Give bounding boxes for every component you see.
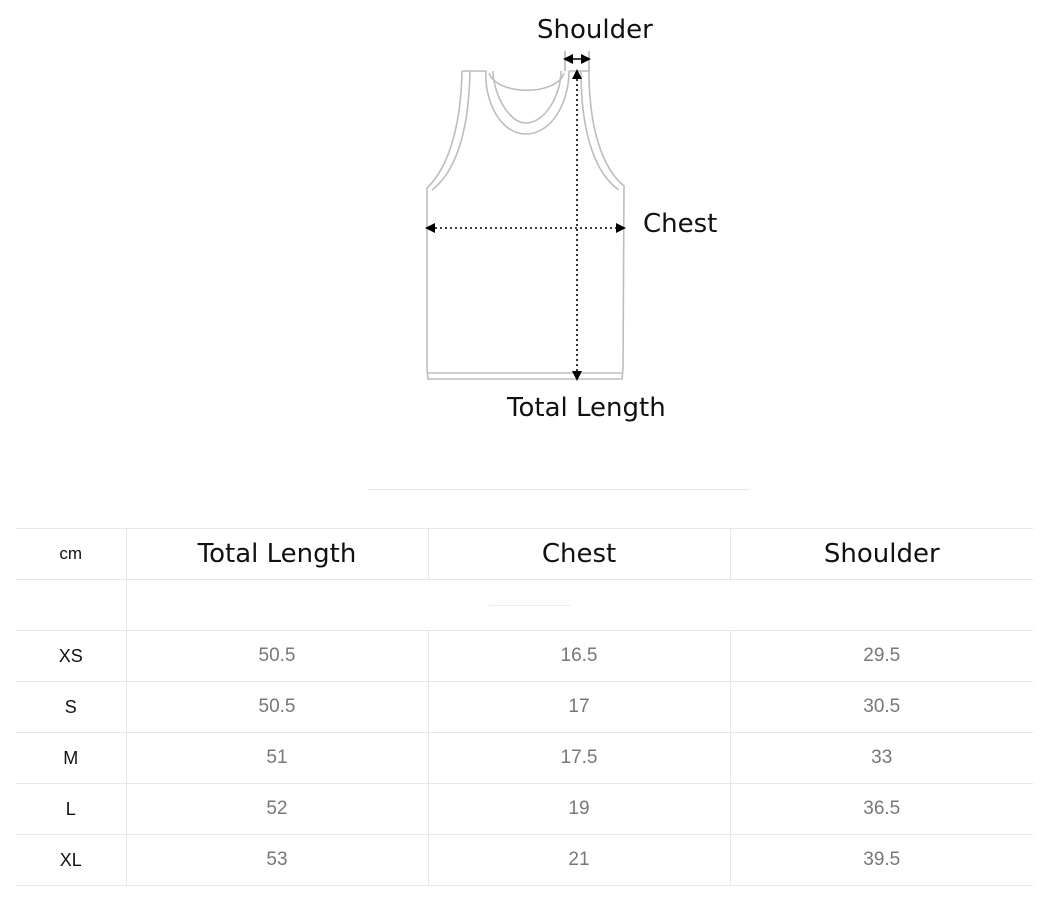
column-header-total-length: Total Length xyxy=(125,528,428,580)
shoulder-value: 33 xyxy=(729,732,1033,784)
spacer-divider xyxy=(488,604,571,606)
tank-top-outline-icon xyxy=(425,51,626,381)
spacer-cell xyxy=(16,579,126,631)
table-header-row: cm Total Length Chest Shoulder xyxy=(16,528,1033,580)
total-length-value: 50.5 xyxy=(125,630,428,682)
size-label: S xyxy=(16,681,126,733)
tank-top-diagram: Shoulder Chest Total Length xyxy=(0,0,1053,440)
total-length-label: Total Length xyxy=(507,393,666,423)
shoulder-label: Shoulder xyxy=(537,15,653,45)
total-length-value: 50.5 xyxy=(125,681,428,733)
table-row: M 51 17.5 33 xyxy=(16,732,1033,784)
size-label: L xyxy=(16,783,126,835)
table-row: S 50.5 17 30.5 xyxy=(16,681,1033,733)
chest-value: 19 xyxy=(427,783,730,835)
size-label: XL xyxy=(16,834,126,886)
chest-value: 17 xyxy=(427,681,730,733)
table-spacer-row xyxy=(16,579,1033,631)
size-label: XS xyxy=(16,630,126,682)
shoulder-value: 29.5 xyxy=(729,630,1033,682)
column-header-shoulder: Shoulder xyxy=(729,528,1033,580)
total-length-value: 53 xyxy=(125,834,428,886)
total-length-value: 52 xyxy=(125,783,428,835)
spacer-cell-wide xyxy=(125,579,1033,631)
shoulder-value: 39.5 xyxy=(729,834,1033,886)
total-length-value: 51 xyxy=(125,732,428,784)
table-row: L 52 19 36.5 xyxy=(16,783,1033,835)
garment-outline xyxy=(426,70,625,380)
size-chart-table: cm Total Length Chest Shoulder XS 50.5 1… xyxy=(16,528,1033,886)
unit-header: cm xyxy=(16,528,126,580)
size-label: M xyxy=(16,732,126,784)
chest-value: 17.5 xyxy=(427,732,730,784)
chest-value: 21 xyxy=(427,834,730,886)
shoulder-value: 30.5 xyxy=(729,681,1033,733)
table-row: XL 53 21 39.5 xyxy=(16,834,1033,886)
table-row: XS 50.5 16.5 29.5 xyxy=(16,630,1033,682)
shoulder-value: 36.5 xyxy=(729,783,1033,835)
shoulder-measure xyxy=(563,51,591,71)
chest-value: 16.5 xyxy=(427,630,730,682)
column-header-chest: Chest xyxy=(427,528,730,580)
divider xyxy=(368,489,749,490)
chest-label: Chest xyxy=(643,209,718,239)
